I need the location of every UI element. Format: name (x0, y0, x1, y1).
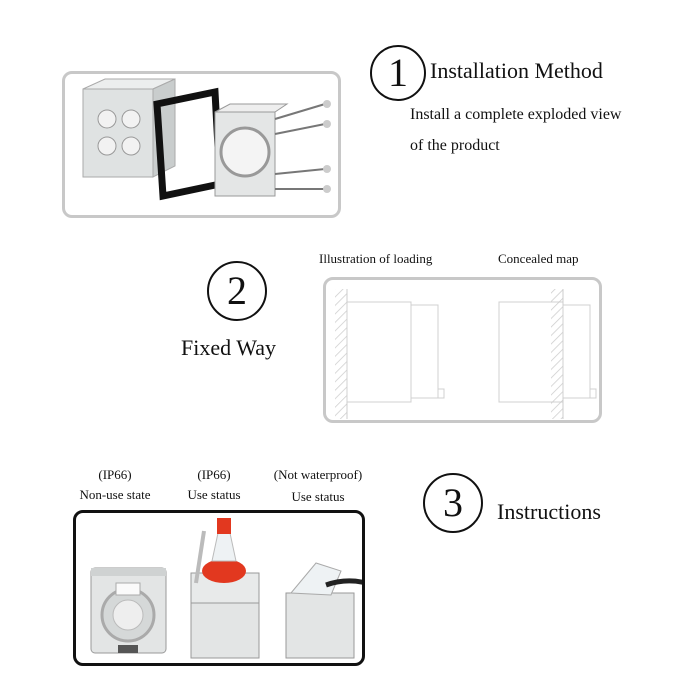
state-caption-non-use: (IP66) Non-use state (55, 465, 175, 505)
state-caption-use-ip66: (IP66) Use status (154, 465, 274, 505)
product-photos (90, 518, 367, 659)
exploded-view-panel (62, 71, 341, 218)
installation-description-line2: of the product (410, 137, 500, 154)
ip-rating: (IP66) (98, 467, 132, 482)
state-caption-use-not-waterproof: (Not waterproof) Use status (258, 465, 378, 507)
instructions-title: Instructions (497, 499, 601, 524)
step-number-2: 2 (207, 261, 267, 321)
mounting-diagram-panel (323, 277, 602, 423)
step-number-text: 3 (443, 480, 463, 525)
concealed-mount-drawing (498, 289, 597, 419)
mounting-diagram (335, 289, 597, 419)
step-number-3: 3 (423, 473, 483, 533)
socket-in-use-ip66-photo (190, 518, 260, 659)
step-number-text: 2 (227, 268, 247, 313)
state-label: Non-use state (79, 487, 151, 502)
installation-description-line1: Install a complete exploded view (410, 106, 622, 123)
fixed-way-title: Fixed Way (181, 335, 276, 360)
loading-illustration-label: Illustration of loading (319, 251, 433, 266)
socket-closed-photo (90, 567, 167, 654)
installation-method-title: Installation Method (430, 58, 603, 83)
ip-rating: (IP66) (197, 467, 231, 482)
product-states-panel (73, 510, 367, 666)
step-number-1: 1 (370, 45, 426, 101)
surface-mount-drawing (335, 289, 445, 419)
ip-rating: (Not waterproof) (273, 467, 363, 482)
socket-in-use-not-waterproof-photo (285, 562, 367, 659)
step-number-text: 1 (388, 50, 408, 95)
concealed-map-label: Concealed map (498, 251, 579, 266)
state-label: Use status (291, 489, 345, 504)
exploded-view-illustration (82, 78, 331, 201)
state-label: Use status (187, 487, 241, 502)
